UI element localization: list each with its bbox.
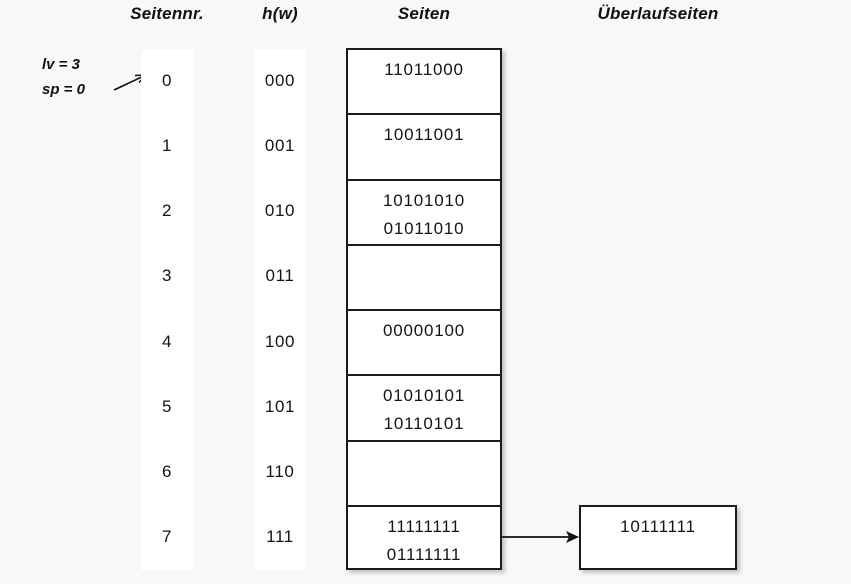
- seitennr-value: 3: [161, 266, 173, 286]
- page-cell: 11111111 01111111: [348, 507, 500, 572]
- hw-value: 011: [265, 266, 295, 286]
- column-tint-hw: [254, 50, 306, 570]
- column-header-hw: h(w): [262, 4, 298, 23]
- seitennr-value: 7: [161, 527, 173, 547]
- page-key: 00000100: [382, 321, 466, 340]
- page-key: 01111111: [386, 544, 462, 564]
- page-key: 11111111: [387, 516, 461, 536]
- overflow-key: 10111111: [620, 517, 696, 536]
- page-cell-empty: [348, 246, 500, 311]
- hw-value: 111: [266, 527, 294, 547]
- page-cell: 11011000: [348, 50, 500, 116]
- page-key: 01011010: [383, 218, 465, 238]
- page-key: 10110101: [383, 414, 465, 434]
- column-header-seiten: Seiten: [397, 4, 451, 23]
- seitennr-value: 6: [161, 462, 173, 482]
- hw-value: 010: [264, 201, 296, 221]
- column-hw: 000 001 010 011 100 101 110 111: [232, 48, 328, 570]
- seiten-table: 11011000 10011001 10101010 01011010 0000…: [346, 48, 502, 570]
- page-key: 11011000: [384, 60, 464, 79]
- hw-value: 001: [264, 135, 296, 155]
- seitennr-value: 2: [161, 201, 173, 221]
- column-header-seitennr: Seitennr.: [130, 4, 204, 23]
- page-cell: 10101010 01011010: [348, 181, 500, 246]
- page-cell: 01010101 10110101: [348, 376, 500, 442]
- hw-value: 000: [264, 70, 296, 90]
- hw-value: 110: [265, 462, 295, 482]
- seitennr-value: 5: [161, 396, 173, 416]
- seitennr-value: 1: [161, 135, 173, 155]
- seitennr-value: 0: [161, 70, 173, 90]
- hw-value: 101: [264, 396, 296, 416]
- page-cell: 00000100: [348, 311, 500, 377]
- page-key: 01010101: [382, 386, 466, 406]
- column-tint-seitennr: [141, 50, 193, 570]
- param-sp: sp = 0: [42, 81, 85, 98]
- seitennr-value: 4: [161, 331, 173, 351]
- page-cell-empty: [348, 442, 500, 507]
- param-lv: lv = 3: [42, 56, 80, 73]
- column-header-ueberlaufseiten: Überlaufseiten: [597, 4, 719, 23]
- page-cell: 10011001: [348, 115, 500, 181]
- ueberlaufseite-box: 10111111: [579, 505, 737, 570]
- page-key: 10011001: [383, 125, 465, 145]
- hw-value: 100: [264, 331, 296, 351]
- page-key: 10101010: [382, 190, 466, 210]
- column-seitennr: 0 1 2 3 4 5 6 7: [119, 48, 215, 570]
- parameter-annotation: lv = 3 sp = 0: [42, 52, 85, 102]
- arrow-right-icon: [500, 531, 579, 543]
